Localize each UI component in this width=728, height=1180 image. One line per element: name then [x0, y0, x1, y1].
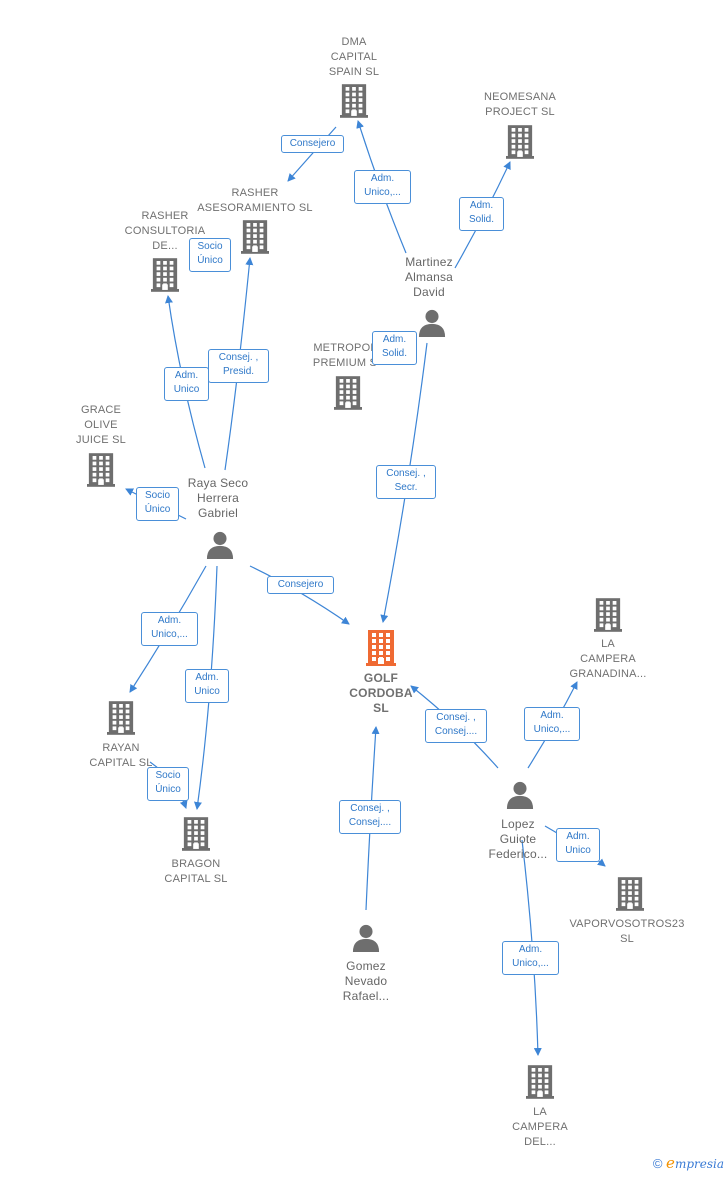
building-icon[interactable] [87, 453, 115, 492]
edge-label-e16[interactable]: Adm. Unico [556, 828, 600, 862]
node-label[interactable]: Raya Seco Herrera Gabriel [187, 476, 249, 520]
node-label[interactable]: GRACE OLIVE JUICE SL [76, 404, 126, 446]
edge-label-e13[interactable]: Socio Único [147, 767, 189, 801]
node-label[interactable]: METROPOL PREMIUM S [312, 342, 377, 369]
copyright-symbol: © [652, 1156, 663, 1171]
edge-line-e10 [249, 565, 350, 625]
edge-label-e6[interactable]: Adm. Unico [164, 367, 209, 401]
edge-label-e10[interactable]: Consejero [267, 576, 334, 594]
building-icon[interactable] [340, 84, 368, 123]
building-icon[interactable] [616, 877, 644, 916]
edge-label-e4[interactable]: Socio Único [189, 238, 231, 272]
building-icon[interactable] [594, 598, 622, 637]
building-icon[interactable] [182, 817, 210, 856]
node-label[interactable]: RASHER ASESORAMIENTO SL [197, 187, 313, 214]
edge-label-e17[interactable]: Adm. Unico,... [502, 941, 559, 975]
edge-label-e1[interactable]: Consejero [281, 135, 344, 153]
building-icon[interactable] [334, 376, 362, 415]
building-icon[interactable] [526, 1065, 554, 1104]
brand-name: mpresia [674, 1157, 724, 1171]
node-label[interactable]: NEOMESANA PROJECT SL [483, 91, 557, 118]
person-icon[interactable] [506, 781, 534, 814]
node-label[interactable]: GOLF CORDOBA SL [349, 671, 413, 715]
node-label[interactable]: LA CAMPERA DEL... [512, 1106, 568, 1148]
node-label[interactable]: Martinez Almansa David [404, 255, 454, 299]
person-icon[interactable] [418, 309, 446, 342]
node-label[interactable]: Gomez Nevado Rafael... [342, 959, 390, 1003]
edge-label-e3[interactable]: Adm. Solid. [459, 197, 504, 231]
building-icon[interactable] [366, 630, 396, 671]
edge-label-e11[interactable]: Adm. Unico,... [141, 612, 198, 646]
edge-label-e18[interactable]: Consej. , Consej.... [339, 800, 401, 834]
footer-brand[interactable]: © empresia [653, 1154, 724, 1172]
node-label[interactable]: BRAGON CAPITAL SL [164, 858, 228, 885]
building-icon[interactable] [151, 258, 179, 297]
person-icon[interactable] [352, 924, 380, 957]
edge-label-e7[interactable]: Adm. Solid. [372, 331, 417, 365]
brand-initial: e [666, 1154, 675, 1172]
node-label[interactable]: VAPORVOSOTROS23 SL [569, 918, 685, 945]
edge-label-e5[interactable]: Consej. , Presid. [208, 349, 269, 383]
building-icon[interactable] [107, 701, 135, 740]
building-icon[interactable] [241, 220, 269, 259]
person-icon[interactable] [206, 531, 234, 564]
edge-label-e8[interactable]: Socio Único [136, 487, 179, 521]
edge-label-e9[interactable]: Consej. , Secr. [376, 465, 436, 499]
node-label[interactable]: Lopez Guiote Federico... [488, 817, 548, 861]
node-label[interactable]: LA CAMPERA GRANADINA... [569, 638, 647, 680]
node-label[interactable]: RAYAN CAPITAL SL [89, 742, 153, 769]
edge-label-e15[interactable]: Adm. Unico,... [524, 707, 580, 741]
node-label[interactable]: DMA CAPITAL SPAIN SL [328, 36, 380, 78]
edge-label-e12[interactable]: Adm. Unico [185, 669, 229, 703]
building-icon[interactable] [506, 125, 534, 164]
edge-label-e14[interactable]: Consej. , Consej.... [425, 709, 487, 743]
node-label[interactable]: RASHER CONSULTORIA DE... [124, 210, 206, 252]
edge-label-e2[interactable]: Adm. Unico,... [354, 170, 411, 204]
